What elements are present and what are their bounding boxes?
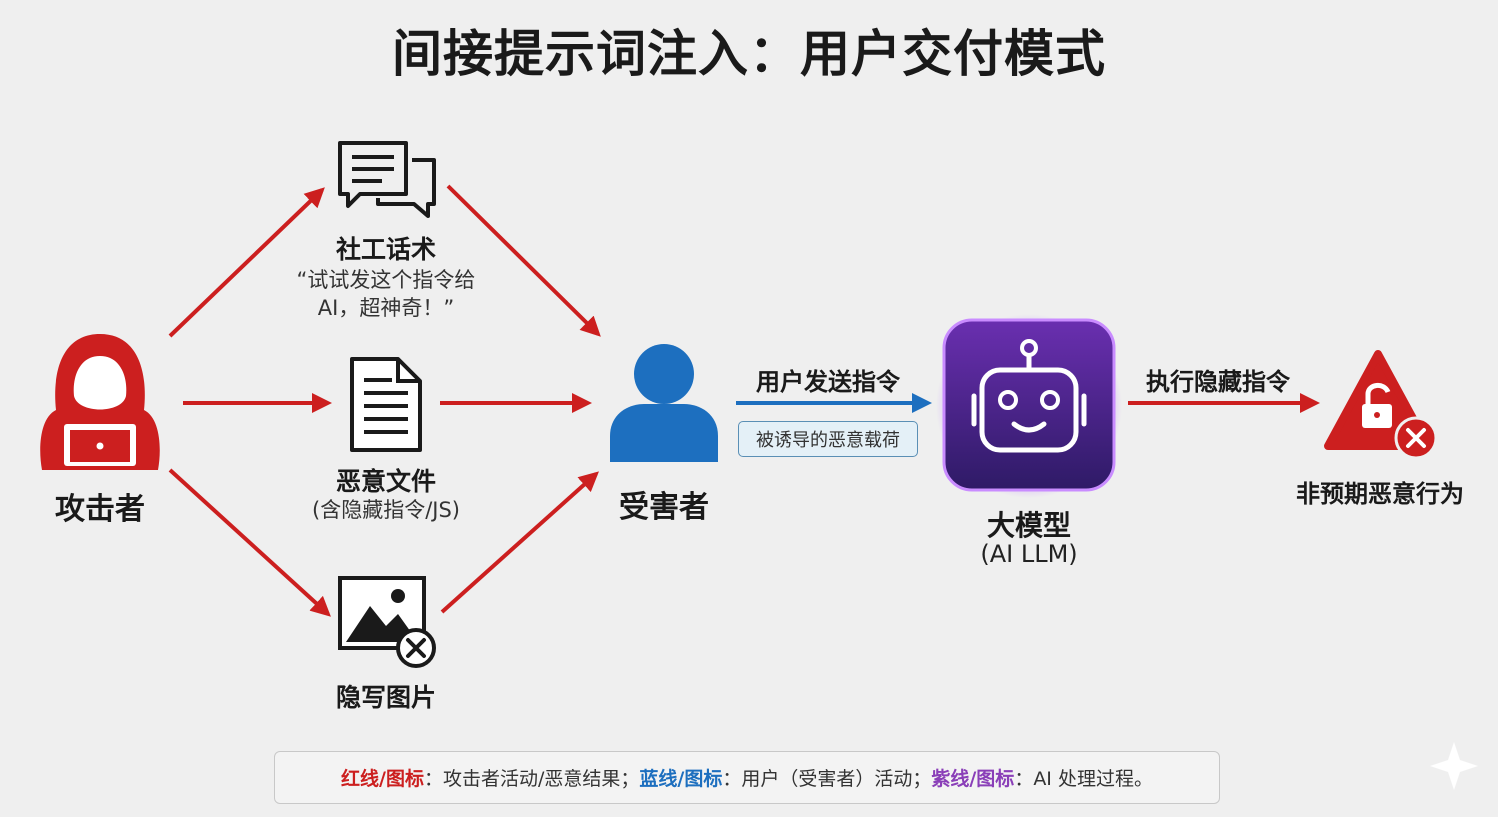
legend-purple-key: 紫线/图标 <box>931 768 1015 790</box>
llm-label: 大模型 <box>986 509 1071 542</box>
image-with-x-icon <box>338 576 436 668</box>
outcome-label: 非预期恶意行为 <box>1296 480 1464 508</box>
file-label: 恶意文件 <box>335 467 436 496</box>
file-sub: (含隐藏指令/JS) <box>312 498 460 522</box>
edge-social-victim <box>446 184 601 337</box>
edge-image-victim <box>440 471 599 614</box>
social-label: 社工话术 <box>335 235 436 264</box>
hooded-hacker-laptop-icon <box>40 334 160 470</box>
robot-icon <box>936 314 1122 498</box>
attacker-label: 攻击者 <box>55 492 145 527</box>
image-label: 隐写图片 <box>335 683 436 712</box>
execute-edge-label: 执行隐藏指令 <box>1146 368 1290 396</box>
edge-attacker-image <box>168 468 331 617</box>
social-sub-line2: AI，超神奇！” <box>317 296 455 320</box>
legend-blue-text: ：用户（受害者）活动； <box>722 768 932 790</box>
page-title: 间接提示词注入：用户交付模式 <box>392 25 1106 83</box>
social-sub-line1: “试试发这个指令给 <box>296 268 476 292</box>
document-icon <box>350 357 422 452</box>
legend-red-key: 红线/图标 <box>341 768 424 790</box>
send-edge-label: 用户发送指令 <box>756 368 900 396</box>
user-person-icon <box>610 344 718 462</box>
victim-label: 受害者 <box>619 490 709 525</box>
payload-tag: 被诱导的恶意载荷 <box>738 421 918 457</box>
warning-unlock-x-icon <box>1324 350 1438 460</box>
legend: 红线/图标 ：攻击者活动/恶意结果； 蓝线/图标 ：用户（受害者）活动； 紫线/… <box>274 751 1220 804</box>
legend-blue-key: 蓝线/图标 <box>639 768 723 790</box>
legend-purple-text: ：AI 处理过程。 <box>1014 768 1153 790</box>
llm-sub: (AI LLM) <box>980 540 1078 568</box>
legend-red-text: ：攻击者活动/恶意结果； <box>423 768 640 790</box>
chat-bubbles-icon <box>338 141 436 218</box>
edge-attacker-social <box>168 187 325 338</box>
sparkle-icon <box>1430 742 1478 790</box>
